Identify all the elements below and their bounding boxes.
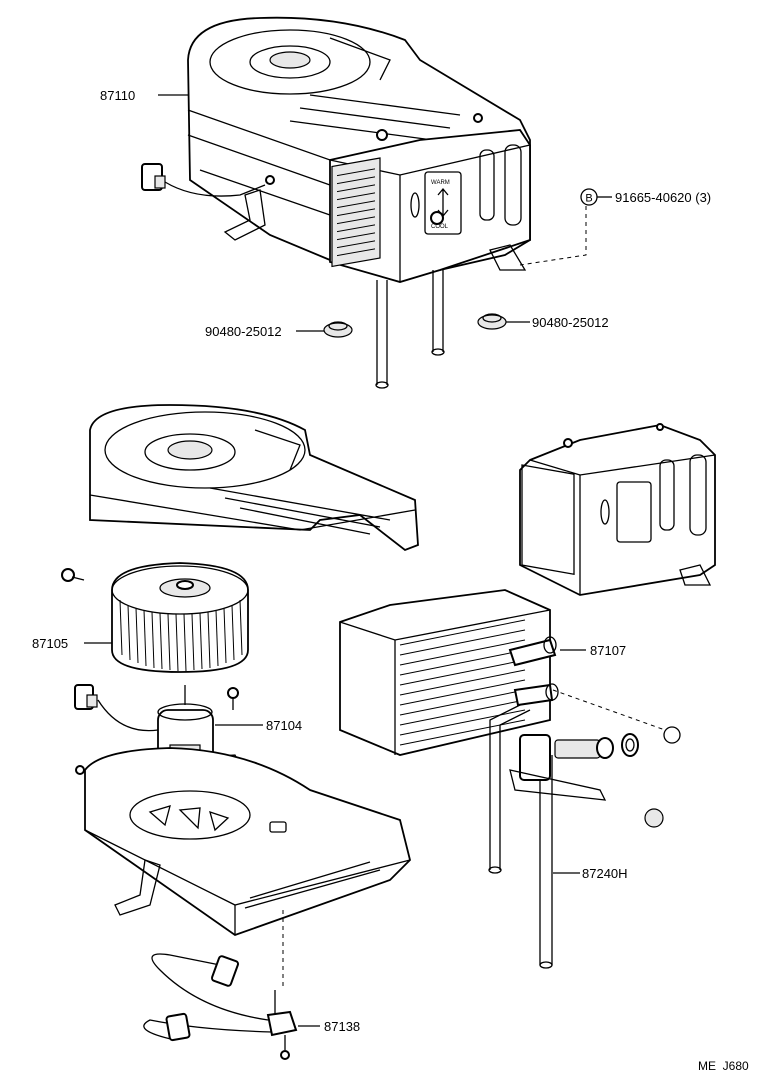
callout-90480-25012-right: 90480-25012 <box>532 315 609 330</box>
callout-87107: 87107 <box>590 643 626 658</box>
callout-87104: 87104 <box>266 718 302 733</box>
grommet-right-illustration <box>477 313 507 330</box>
blower-fan-illustration <box>111 562 249 673</box>
resistor-illustration <box>143 953 298 1060</box>
grommet-left-illustration <box>323 321 353 338</box>
callout-87138: 87138 <box>324 1019 360 1034</box>
callout-91665-40620: 91665-40620 (3) <box>615 190 711 205</box>
badge-b-letter: B <box>585 193 592 205</box>
water-valve-pipe-illustration <box>488 704 681 969</box>
panel-warm-label: WARM <box>431 180 450 186</box>
callout-87240H: 87240H <box>582 866 628 881</box>
heater-core-illustration <box>339 589 559 756</box>
callout-87110: 87110 <box>100 88 135 103</box>
footer-code: ME J680 <box>698 1059 749 1073</box>
blower-upper-case-illustration <box>89 404 419 552</box>
badge-b-icon <box>580 188 598 206</box>
panel-cool-label: COOL <box>431 224 449 230</box>
heater-assembly-illustration: WARM COOL <box>141 16 531 389</box>
air-outlet-housing-illustration <box>519 423 716 596</box>
blower-lower-case-illustration <box>75 747 411 937</box>
screw-left-illustration <box>61 568 85 582</box>
callout-87105: 87105 <box>32 636 68 651</box>
callout-90480-25012-left: 90480-25012 <box>205 324 282 339</box>
